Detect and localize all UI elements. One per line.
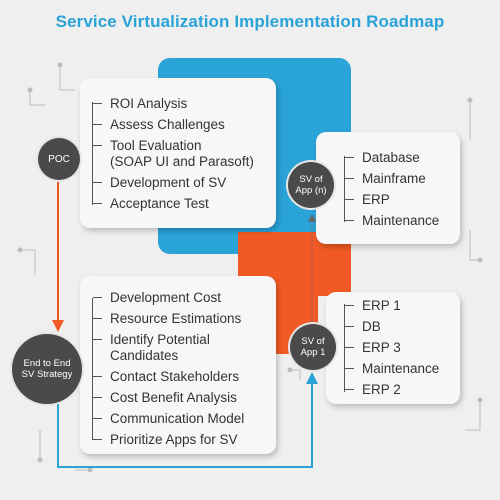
list-item: Acceptance Test: [93, 196, 254, 212]
app-1-card: [326, 292, 460, 404]
list-item: ERP: [344, 192, 439, 208]
strategy-node: End to End SV Strategy: [12, 334, 82, 404]
app-1-list: ERP 1 DB ERP 3 Maintenance ERP 2: [344, 298, 439, 398]
app-n-card: [316, 132, 460, 244]
list-item: Assess Challenges: [93, 117, 254, 133]
strategy-list-line: [92, 298, 93, 440]
list-item: Maintenance: [344, 361, 439, 377]
list-item: Development Cost: [92, 290, 244, 306]
poc-node-label: POC: [48, 153, 70, 165]
list-item: ERP 1: [344, 298, 439, 314]
list-item: DB: [344, 319, 439, 335]
app-n-list-line: [344, 156, 345, 222]
app-n-node-line1: SV of: [299, 174, 323, 185]
list-item-continuation: (SOAP UI and Parasoft): [110, 154, 254, 169]
list-item: Resource Estimations: [92, 311, 244, 327]
app-1-list-line: [344, 304, 345, 392]
poc-list: ROI Analysis Assess Challenges Tool Eval…: [93, 96, 254, 212]
strategy-list: Development Cost Resource Estimations Id…: [92, 290, 244, 448]
poc-list-line: [92, 102, 93, 205]
list-item: Maintenance: [344, 213, 439, 229]
list-item: Contact Stakeholders: [92, 369, 244, 385]
list-item: Communication Model: [92, 411, 244, 427]
list-item: ROI Analysis: [93, 96, 254, 112]
strategy-card: [80, 276, 276, 454]
list-item: Database: [344, 150, 439, 166]
app-n-node: SV of App (n): [288, 162, 334, 208]
list-item: Identify Potential: [92, 332, 244, 348]
list-item: ERP 3: [344, 340, 439, 356]
poc-card: [80, 78, 276, 228]
arrow-up-icon: [306, 372, 318, 384]
diagram-title: Service Virtualization Implementation Ro…: [55, 12, 445, 31]
list-item-continuation: Candidates: [110, 348, 179, 363]
strategy-node-line1: End to End: [23, 358, 71, 369]
list-item: ERP 2: [344, 382, 439, 398]
strategy-node-line2: SV Strategy: [21, 369, 73, 380]
arrow-down-icon: [52, 320, 64, 332]
app-1-node: SV of App 1: [290, 324, 336, 370]
list-item: Cost Benefit Analysis: [92, 390, 244, 406]
list-item: Development of SV: [93, 175, 254, 191]
list-item: Prioritize Apps for SV: [92, 432, 244, 448]
list-item: Mainframe: [344, 171, 439, 187]
arrow-up-small-icon: [308, 214, 316, 222]
app-n-node-line2: App (n): [295, 185, 327, 196]
app-n-list: Database Mainframe ERP Maintenance: [344, 150, 439, 229]
poc-node: POC: [38, 138, 80, 180]
app-1-node-line1: SV of: [301, 336, 325, 347]
list-item: Tool Evaluation: [93, 138, 254, 154]
app-1-node-line2: App 1: [300, 347, 326, 358]
